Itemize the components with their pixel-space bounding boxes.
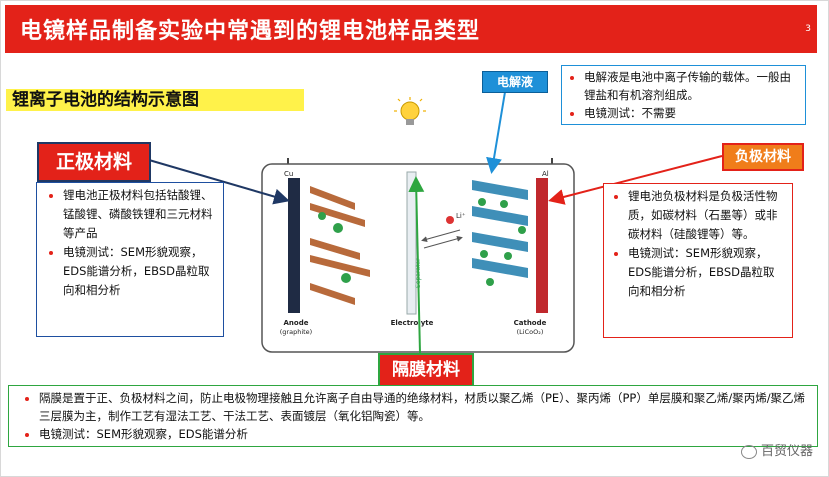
li-ion-label: Li⁺: [456, 212, 466, 220]
cathode-sublabel: (LiCoO₂): [517, 328, 544, 336]
cu-label: Cu: [284, 170, 293, 178]
wechat-icon: [740, 444, 757, 459]
light-bulb-icon: [394, 97, 426, 125]
anode-label: Anode: [284, 319, 309, 327]
positive-material-info-box: 锂电池正极材料包括钴酸锂、锰酸锂、磷酸铁锂和三元材料等产品 电镜测试：SEM形貌…: [36, 182, 224, 337]
cathode-label: Cathode: [514, 319, 547, 327]
electrolyte-label: 电解液: [482, 71, 548, 93]
negative-material-info-box: 锂电池负极材料是负极活性物质，如碳材料（石墨等）或非碳材料（硅酸锂等）等。 电镜…: [603, 183, 793, 338]
title-bar: [5, 5, 817, 53]
electrolyte-info-item: 电解液是电池中离子传输的载体。一般由锂盐和有机溶剂组成。: [584, 68, 799, 104]
page-number: 3: [805, 24, 811, 34]
subtitle-highlight: [6, 89, 304, 111]
separator-material-label: 隔膜材料: [378, 353, 474, 388]
subtitle: 锂离子电池的结构示意图: [12, 90, 199, 110]
separator-test-item: 电镜测试：SEM形貌观察，EDS能谱分析: [39, 425, 809, 443]
separator-info-box: 隔膜是置于正、负极材料之间，防止电极物理接触且允许离子自由导通的绝缘材料，材质以…: [8, 385, 818, 447]
al-label: Al: [542, 170, 549, 178]
positive-test-item: 电镜测试：SEM形貌观察，EDS能谱分析，EBSD晶粒取向和相分析: [63, 243, 217, 300]
cathode-material-label: 正极材料: [37, 142, 151, 182]
page-title: 电镜样品制备实验中常遇到的锂电池样品类型: [20, 19, 481, 44]
positive-info-item: 锂电池正极材料包括钴酸锂、锰酸锂、磷酸铁锂和三元材料等产品: [63, 186, 217, 243]
negative-test-item: 电镜测试：SEM形貌观察，EDS能谱分析，EBSD晶粒取向和相分析: [628, 244, 786, 301]
separator-info-item: 隔膜是置于正、负极材料之间，防止电极物理接触且允许离子自由导通的绝缘材料，材质以…: [39, 389, 809, 425]
anode-sublabel: (graphite): [280, 328, 312, 336]
negative-info-item: 锂电池负极材料是负极活性物质，如碳材料（石墨等）或非碳材料（硅酸锂等）等。: [628, 187, 786, 244]
electrolyte-test-item: 电镜测试：不需要: [584, 104, 799, 122]
electrolyte-diagram-label: Electrolyte: [391, 319, 434, 327]
anode-material-label: 负极材料: [722, 143, 804, 171]
electrolyte-info-box: 电解液是电池中离子传输的载体。一般由锂盐和有机溶剂组成。 电镜测试：不需要: [561, 65, 806, 125]
watermark-text: 百贸仪器: [760, 444, 813, 459]
watermark: 百贸仪器: [740, 440, 813, 459]
